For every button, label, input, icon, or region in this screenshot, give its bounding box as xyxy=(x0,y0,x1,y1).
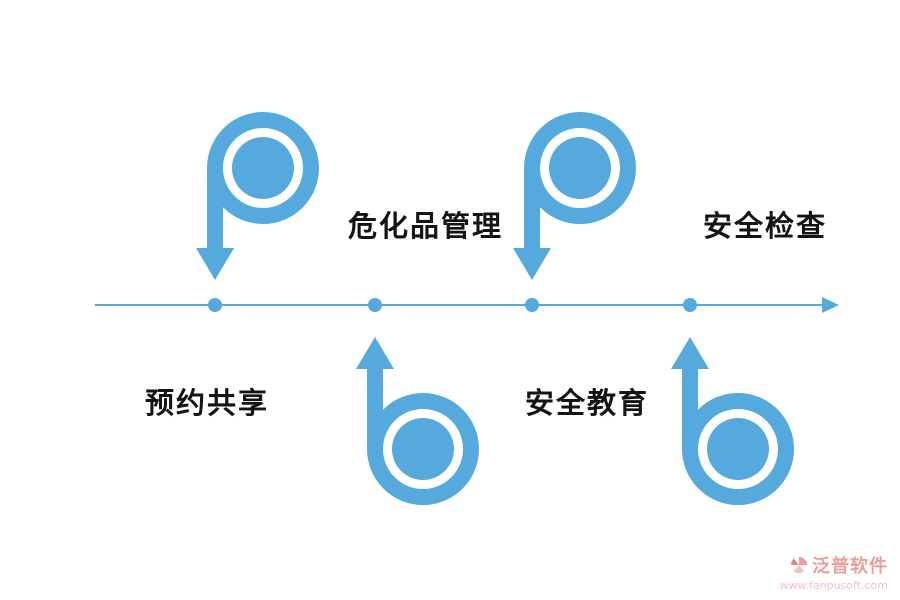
timeline-arrowhead-icon xyxy=(822,297,839,313)
timeline-line xyxy=(95,304,823,306)
stage-label: 安全教育 xyxy=(525,386,650,420)
loop-arrow-up-icon xyxy=(666,335,796,507)
timeline-node-dot xyxy=(683,298,697,312)
loop-arrow-down-icon xyxy=(191,110,321,282)
watermark-url-text: www.fanpusoft.com xyxy=(779,579,888,592)
stage-label: 安全检查 xyxy=(703,209,828,243)
loop-arrow-up-icon xyxy=(351,335,481,507)
stage-label: 危化品管理 xyxy=(348,209,504,243)
fanpu-logo-icon xyxy=(790,556,808,574)
loop-arrow-down-icon xyxy=(508,110,638,282)
timeline-node-dot xyxy=(368,298,382,312)
watermark: 泛普软件 www.fanpusoft.com xyxy=(780,552,888,592)
timeline-node-dot xyxy=(525,298,539,312)
watermark-brand-text: 泛普软件 xyxy=(812,556,888,577)
timeline-node-dot xyxy=(208,298,222,312)
stage-label: 预约共享 xyxy=(145,386,270,420)
